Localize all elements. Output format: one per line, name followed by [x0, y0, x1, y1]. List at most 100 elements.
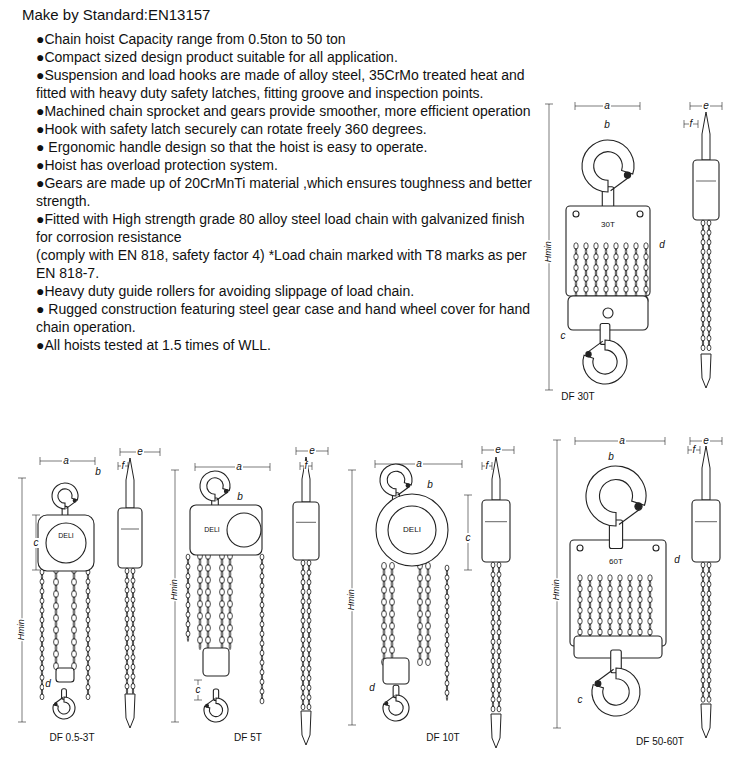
dimension-tick	[690, 437, 691, 445]
feature-bullet: ●Hook with safety latch securely can rot…	[36, 120, 532, 138]
model-caption: DELI	[402, 526, 422, 534]
model-caption: DF 30T	[560, 392, 595, 403]
dimension-tick	[482, 462, 483, 470]
dimension-letter: a	[603, 101, 611, 112]
side-view	[693, 160, 719, 220]
dimension-line	[22, 478, 23, 722]
hook	[586, 466, 646, 549]
dimension-tick	[722, 437, 723, 445]
dimension-letter: Hmin	[347, 588, 356, 611]
side-view	[702, 112, 710, 160]
dimension-letter: f	[689, 119, 694, 130]
dimension-letter: b	[426, 480, 434, 491]
side-view	[701, 704, 711, 738]
dimension-letter: d	[368, 683, 376, 694]
side-view	[485, 521, 507, 522]
dimension-letter: Hmin	[544, 240, 553, 263]
dimension-tick	[40, 457, 41, 465]
load-chain	[701, 220, 705, 351]
dimension-letter: c	[195, 685, 202, 696]
side-view	[491, 714, 501, 748]
dimension-letter: a	[415, 459, 423, 470]
dimension-tick	[688, 446, 689, 454]
feature-bullet: ●Compact sized design product suitable f…	[36, 48, 532, 66]
dimension-tick	[171, 470, 179, 471]
feature-bullet: ● Rugged construction featuring steel ge…	[36, 300, 532, 336]
dimension-letter: f	[692, 445, 697, 456]
hook	[204, 689, 228, 722]
side-view	[696, 181, 716, 182]
load-chain	[624, 243, 628, 303]
load-chain	[86, 569, 90, 700]
dimension-letter: a	[62, 456, 70, 467]
dimension-tick	[300, 462, 301, 470]
load-chain	[638, 575, 642, 641]
load-chain	[497, 562, 501, 712]
dimension-letter: c	[465, 533, 472, 544]
side-view	[118, 508, 142, 568]
dimension-letter: e	[136, 447, 144, 458]
load-chain	[618, 575, 622, 641]
hook	[592, 650, 640, 716]
dimension-letter: a	[235, 462, 243, 473]
bottom-block	[56, 668, 74, 682]
feature-list: ●Chain hoist Capacity range from 0.5ton …	[36, 30, 532, 354]
dimension-tick	[296, 447, 297, 455]
side-view	[296, 522, 316, 523]
load-chain	[707, 562, 711, 702]
load-chain	[598, 575, 602, 641]
feature-bullet: ●Chain hoist Capacity range from 0.5ton …	[36, 30, 532, 48]
dimension-tick	[95, 457, 96, 465]
dimension-letter: f	[485, 461, 490, 472]
heading: Make by Standard:EN13157	[22, 6, 210, 23]
dimension-tick	[700, 446, 701, 454]
dimension-letter: Hmin	[170, 578, 179, 601]
feature-bullet: ●All hoists tested at 1.5 times of WLL.	[36, 336, 532, 354]
load-chain	[125, 568, 129, 694]
housing	[190, 505, 262, 555]
dimension-tick	[665, 437, 666, 445]
dimension-letter: e	[702, 101, 710, 112]
hook	[582, 140, 634, 212]
side-view	[293, 502, 319, 560]
side-view	[702, 446, 710, 500]
model-caption: DF 5T	[233, 733, 263, 744]
dimension-tick	[514, 446, 515, 454]
load-chain	[228, 552, 233, 649]
load-chain	[206, 552, 211, 649]
feature-bullet: ●Fitted with High strength grade 80 allo…	[36, 210, 532, 246]
bottom-block	[203, 648, 229, 676]
load-chain	[707, 220, 711, 351]
model-caption: 30T	[600, 221, 616, 229]
gear-cover	[227, 513, 261, 547]
load-chain	[186, 554, 190, 641]
load-chain	[491, 562, 495, 712]
load-chain	[614, 243, 618, 303]
side-view	[701, 354, 711, 388]
model-caption: DF 0.5-3T	[48, 733, 95, 744]
feature-bullet: ●Gears are made up of 20CrMnTi material …	[36, 174, 532, 210]
dimension-letter: d	[658, 240, 666, 251]
dimension-tick	[160, 448, 161, 456]
model-caption: DF 10T	[425, 733, 460, 744]
dimension-tick	[328, 447, 329, 455]
dimension-letter: d	[673, 555, 681, 566]
side-view	[302, 457, 310, 502]
model-caption: DELI	[203, 526, 221, 533]
feature-bullet: ● Ergonomic handle design so that the ho…	[36, 138, 532, 156]
feature-bullet: ●Machined chain sprocket and gears provi…	[36, 102, 532, 120]
load-chain	[634, 243, 638, 303]
dimension-tick	[575, 102, 576, 110]
load-chain	[390, 562, 395, 665]
dimension-tick	[698, 120, 699, 128]
load-chain	[628, 575, 632, 641]
dimension-tick	[118, 462, 119, 470]
load-chain	[382, 562, 387, 665]
dimension-tick	[722, 102, 723, 110]
hook	[583, 324, 627, 385]
load-chain	[578, 575, 582, 641]
hook	[383, 685, 409, 721]
feature-bullet: ●Hoist has overload protection system.	[36, 156, 532, 174]
feature-bullet: ●Heavy duty guide rollers for avoiding s…	[36, 282, 532, 300]
load-chain	[608, 575, 612, 641]
